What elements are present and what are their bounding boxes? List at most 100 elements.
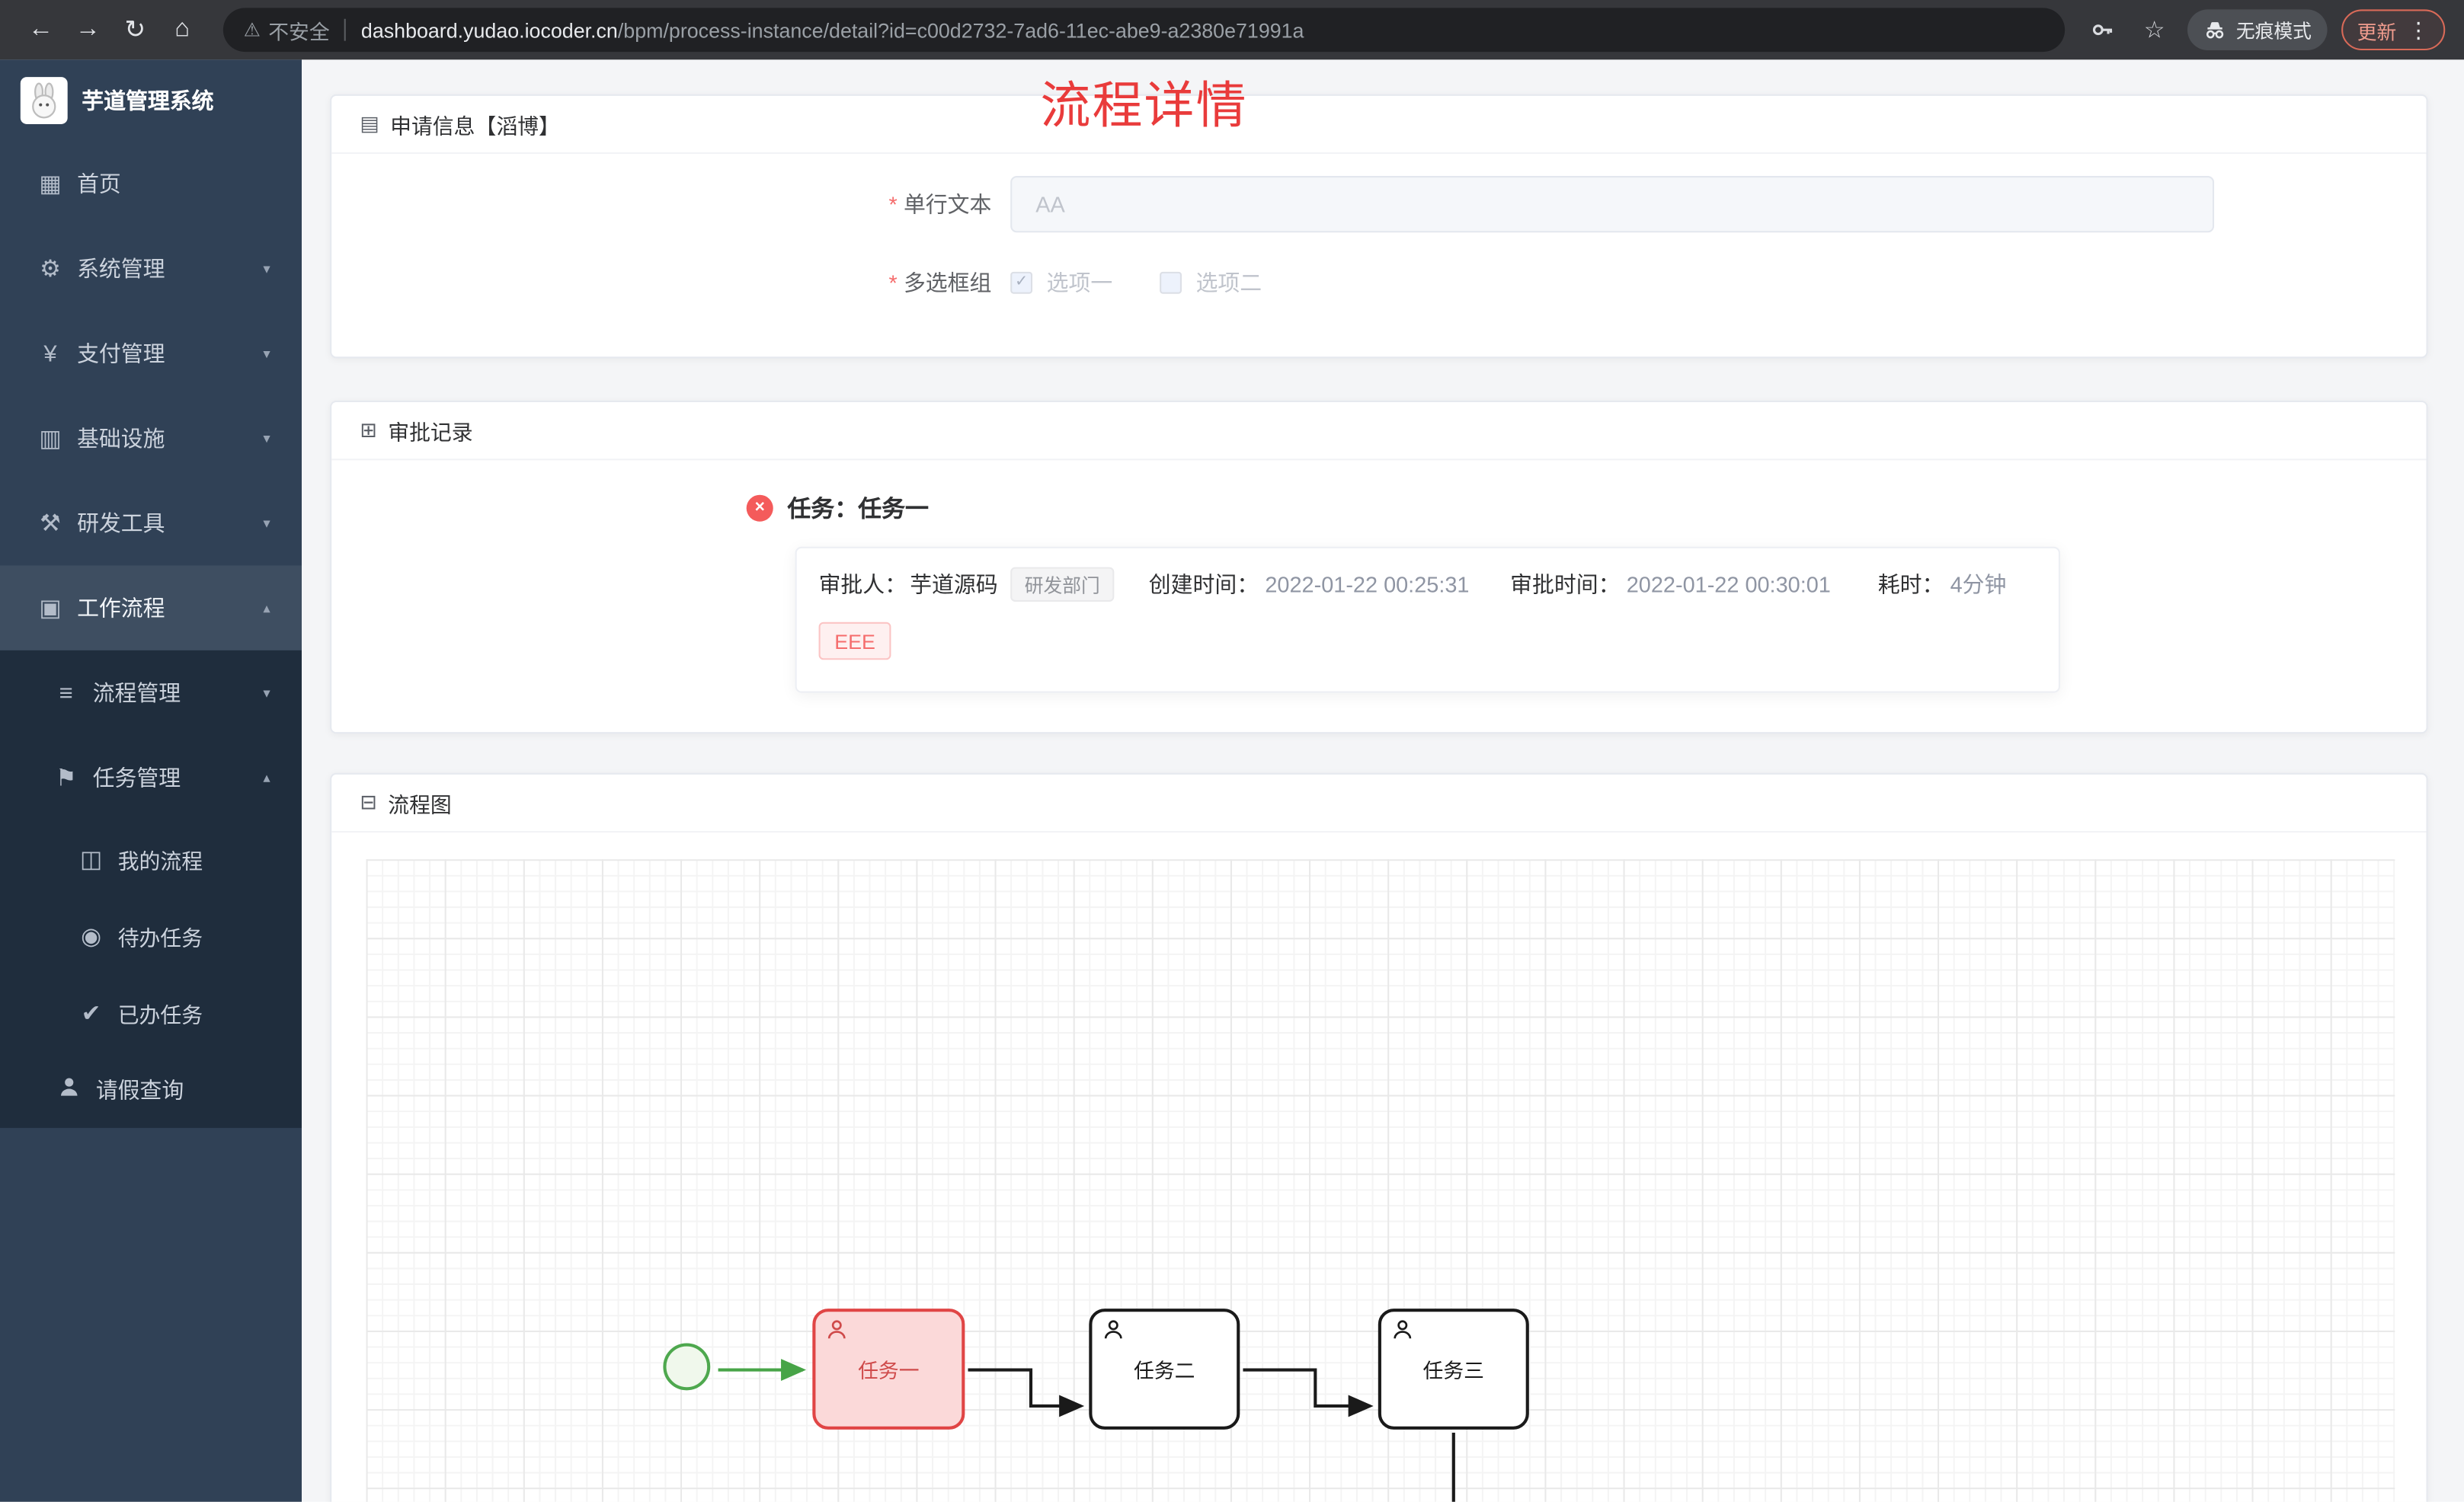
required-asterisk: * [888, 270, 898, 296]
check-glyph: ✓ [1014, 273, 1029, 291]
sidebar-item-system[interactable]: ⚙ 系统管理 ▾ [0, 226, 302, 311]
checkbox-option-2[interactable]: 选项二 [1160, 267, 1262, 299]
not-secure-icon: ⚠ [243, 18, 261, 41]
chevron-down-icon: ▾ [263, 344, 270, 361]
menu-label: 流程管理 [92, 680, 181, 706]
sidebar-item-task-management[interactable]: ⚑ 任务管理 ▴ [0, 735, 302, 820]
star-icon: ☆ [2143, 17, 2165, 44]
browser-update-button[interactable]: 更新 ⋮ [2341, 9, 2446, 50]
gear-icon: ⚙ [40, 256, 61, 283]
sidebar-item-leave-query[interactable]: 请假查询 [0, 1051, 302, 1128]
home-button[interactable]: ⌂ [160, 8, 204, 52]
address-bar[interactable]: ⚠ 不安全 dashboard.yudao.iocoder.cn/bpm/pro… [222, 8, 2066, 53]
security-label: 不安全 [268, 19, 330, 43]
main-content: 流程详情 ▤ 申请信息【滔博】 *单行文本 *多选框组 [302, 59, 2464, 1502]
document-icon: ▤ [360, 111, 379, 136]
flow-task1-to-task2 [968, 1368, 1085, 1417]
yen-icon: ¥ [43, 340, 57, 367]
sidebar: 芋道管理系统 ▦ 首页 ⚙ 系统管理 ▾ ¥ 支付管理 ▾ ▥ [0, 59, 302, 1502]
checkbox-option-1[interactable]: ✓ 选项一 [1010, 267, 1112, 299]
timeline-item: × 任务：任务一 [746, 492, 2427, 525]
field-label-text: 多选框组 [903, 270, 992, 296]
task-label: 任务二 [1134, 1359, 1195, 1382]
rabbit-icon [32, 82, 56, 119]
created-time-label: 创建时间： [1148, 571, 1259, 597]
menu-label: 工作流程 [77, 595, 165, 621]
process-diagram-card: ⊟ 流程图 [330, 772, 2428, 1502]
sidebar-item-home[interactable]: ▦ 首页 [0, 142, 302, 226]
sidebar-item-my-processes[interactable]: ◫ 我的流程 [0, 820, 302, 897]
menu-label: 系统管理 [77, 256, 165, 282]
sidebar-item-payment[interactable]: ¥ 支付管理 ▾ [0, 311, 302, 395]
check-icon: ✔ [81, 999, 101, 1027]
chevron-down-icon: ▾ [263, 514, 270, 531]
task-label: 任务一 [858, 1359, 920, 1382]
sidebar-item-process-management[interactable]: ≡ 流程管理 ▾ [0, 650, 302, 735]
bpmn-task-three[interactable]: 任务三 [1378, 1309, 1529, 1430]
card-title: 申请信息【滔博】 [390, 114, 560, 139]
form-row-text: *单行文本 [331, 176, 2426, 233]
bpmn-task-one[interactable]: 任务一 [812, 1309, 965, 1430]
sidebar-item-done-tasks[interactable]: ✔ 已办任务 [0, 974, 302, 1051]
forward-button[interactable]: → [66, 8, 110, 52]
card-header: ⊟ 流程图 [331, 775, 2427, 833]
checkbox-group: ✓ 选项一 选项二 [1010, 267, 1262, 299]
approval-comment-line: EEE [818, 622, 2037, 660]
password-key-button[interactable] [2084, 11, 2122, 49]
sidebar-item-devtools[interactable]: ⚒ 研发工具 ▾ [0, 481, 302, 565]
process-window-icon: ◫ [79, 845, 103, 873]
sidebar-item-workflow[interactable]: ▣ 工作流程 ▴ [0, 565, 302, 650]
field-label: *多选框组 [331, 267, 1010, 299]
approval-detail-line: 审批人： 芋道源码 研发部门 创建时间： 2022-01-22 00:25:31… [819, 567, 2037, 602]
sidebar-item-todo-tasks[interactable]: ◉ 待办任务 [0, 897, 302, 974]
card-title: 流程图 [388, 793, 452, 817]
url-domain: dashboard.yudao.iocoder.cn [360, 18, 618, 42]
card-header: ⊞ 审批记录 [331, 402, 2427, 461]
approval-detail-box: 审批人： 芋道源码 研发部门 创建时间： 2022-01-22 00:25:31… [795, 546, 2060, 693]
back-button[interactable]: ← [19, 8, 63, 52]
error-status-icon: × [746, 494, 773, 522]
page-title: 流程详情 [1040, 77, 1248, 134]
flag-icon: ⚑ [55, 765, 77, 792]
card-title: 审批记录 [388, 420, 473, 445]
approval-task-title: 任务：任务一 [787, 496, 929, 523]
dashboard-icon: ▦ [39, 171, 62, 198]
sidebar-item-infrastructure[interactable]: ▥ 基础设施 ▾ [0, 396, 302, 481]
menu-label: 支付管理 [77, 340, 165, 366]
chevron-down-icon: ▾ [263, 684, 270, 700]
address-divider [344, 18, 346, 41]
checkbox-checked-icon: ✓ [1010, 271, 1033, 294]
form-row-checkbox: *多选框组 ✓ 选项一 选项二 [331, 267, 2426, 299]
browser-menu-icon[interactable]: ⋮ [2407, 16, 2430, 42]
single-line-text-input[interactable] [1010, 176, 2215, 233]
incognito-badge[interactable]: 无痕模式 [2187, 9, 2328, 50]
app-title: 芋道管理系统 [82, 88, 214, 113]
app-logo[interactable]: 芋道管理系统 [0, 59, 302, 141]
bpmn-task-two[interactable]: 任务二 [1089, 1309, 1240, 1430]
toolbar-right-cluster: ☆ 无痕模式 更新 ⋮ [2084, 9, 2446, 50]
briefcase-icon: ▣ [39, 595, 62, 622]
duration-value: 4分钟 [1950, 571, 2007, 597]
menu-label: 任务管理 [92, 765, 181, 791]
menu-label: 基础设施 [77, 425, 165, 451]
field-label: *单行文本 [331, 189, 1010, 220]
approved-time-value: 2022-01-22 00:30:01 [1626, 571, 1831, 597]
approver-label: 审批人： [818, 571, 907, 597]
bpmn-canvas[interactable]: 任务一 任务二 任务三 [366, 859, 2395, 1502]
user-task-icon [827, 1320, 847, 1345]
approval-record-card: ⊞ 审批记录 × 任务：任务一 审批人： 芋道源码 研发部门 创建时间： 202… [330, 400, 2428, 734]
checkbox-label: 选项一 [1046, 270, 1113, 296]
bpmn-start-event[interactable] [663, 1343, 711, 1391]
task-label: 任务三 [1422, 1359, 1485, 1382]
refresh-button[interactable]: ↻ [114, 8, 158, 52]
chevron-up-icon: ▴ [263, 599, 270, 615]
key-icon [2092, 24, 2113, 36]
record-icon: ⊞ [360, 417, 377, 442]
x-glyph: × [754, 497, 765, 517]
flow-task2-to-task3 [1243, 1368, 1374, 1417]
card-header: ▤ 申请信息【滔博】 [331, 96, 2427, 155]
update-label: 更新 [2357, 21, 2397, 43]
bookmark-star-button[interactable]: ☆ [2136, 11, 2174, 49]
duration-label: 耗时： [1877, 571, 1944, 597]
menu-label: 已办任务 [117, 1002, 203, 1027]
